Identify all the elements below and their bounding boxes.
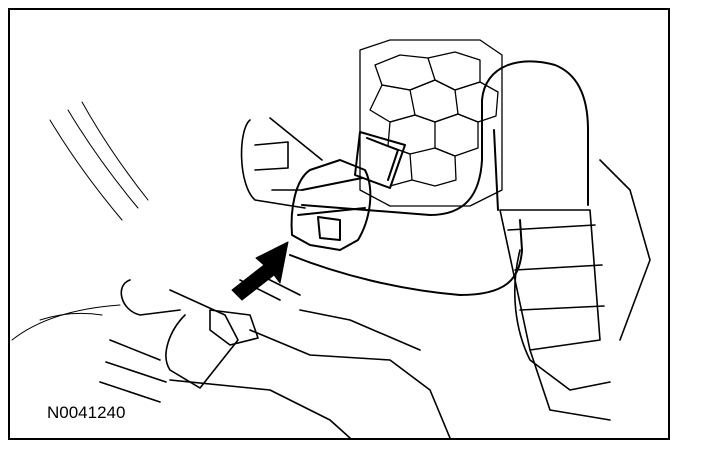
- hose-clamp: [290, 131, 406, 251]
- right-fitting: [499, 159, 651, 421]
- background-panel-lines: [11, 101, 149, 341]
- inlet-pipe: [240, 117, 323, 209]
- pointer-arrow: [231, 241, 289, 301]
- figure-reference-code: N0041240: [47, 403, 126, 422]
- connector-block: [359, 39, 503, 207]
- illustration-frame: N0041240: [8, 8, 670, 440]
- hose-clamp-line-drawing: [11, 39, 651, 438]
- curved-hose: [289, 60, 589, 296]
- lower-hose-assembly: [99, 274, 451, 438]
